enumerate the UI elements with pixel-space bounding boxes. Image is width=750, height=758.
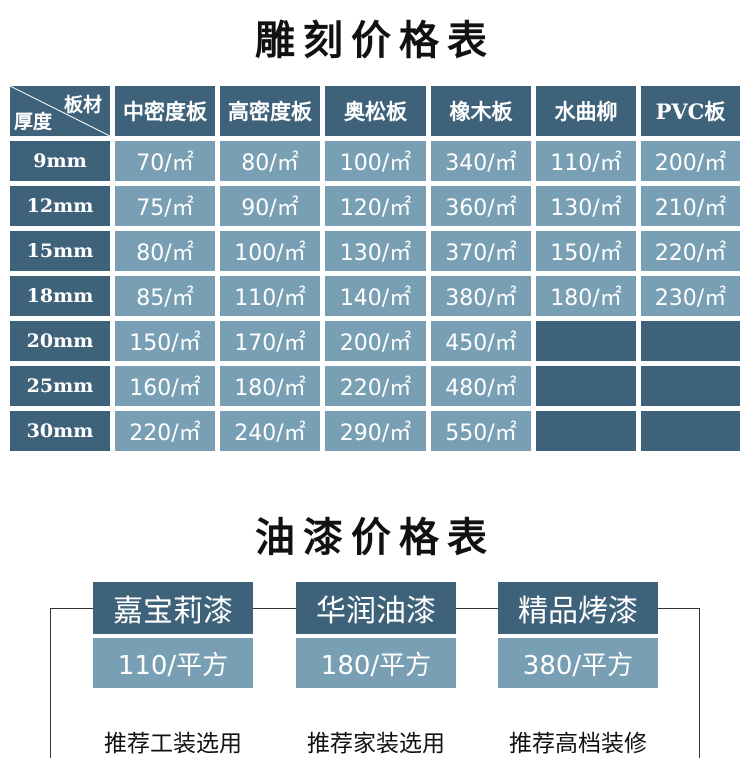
paint-price-title: 油漆价格表 — [255, 514, 495, 561]
row-header-thickness: 9mm — [10, 141, 110, 181]
price-cell: 550/㎡ — [431, 411, 531, 451]
row-header-thickness: 12mm — [10, 186, 110, 226]
paint-name: 嘉宝莉漆 — [93, 582, 253, 634]
row-header-thickness: 18mm — [10, 276, 110, 316]
price-cell: 290/㎡ — [325, 411, 426, 451]
price-cell: 380/㎡ — [431, 276, 531, 316]
table-corner-header: 板材 厚度 — [10, 86, 110, 136]
price-cell: 80/㎡ — [115, 231, 215, 271]
price-cell: 200/㎡ — [325, 321, 426, 361]
price-cell: 220/㎡ — [325, 366, 426, 406]
price-cell: 450/㎡ — [431, 321, 531, 361]
empty-cell — [641, 321, 740, 361]
price-cell: 150/㎡ — [115, 321, 215, 361]
price-cell: 220/㎡ — [641, 231, 740, 271]
price-cell: 120/㎡ — [325, 186, 426, 226]
empty-cell — [536, 411, 636, 451]
price-cell: 370/㎡ — [431, 231, 531, 271]
column-header: PVC板 — [641, 86, 740, 136]
row-header-thickness: 20mm — [10, 321, 110, 361]
paint-price: 110/平方 — [93, 638, 253, 688]
diagonal-divider — [10, 86, 110, 136]
corner-label-thickness: 厚度 — [14, 111, 53, 133]
price-cell: 210/㎡ — [641, 186, 740, 226]
empty-cell — [641, 366, 740, 406]
price-cell: 85/㎡ — [115, 276, 215, 316]
price-cell: 180/㎡ — [220, 366, 320, 406]
price-cell: 110/㎡ — [536, 141, 636, 181]
price-cell: 480/㎡ — [431, 366, 531, 406]
column-header: 奥松板 — [325, 86, 426, 136]
price-cell: 170/㎡ — [220, 321, 320, 361]
connector-line-right — [699, 608, 700, 758]
paint-name: 精品烤漆 — [498, 582, 658, 634]
price-cell: 340/㎡ — [431, 141, 531, 181]
column-header: 水曲柳 — [536, 86, 636, 136]
corner-label-material: 板材 — [63, 94, 102, 116]
price-cell: 90/㎡ — [220, 186, 320, 226]
price-cell: 70/㎡ — [115, 141, 215, 181]
carving-price-title: 雕刻价格表 — [255, 17, 495, 64]
price-cell: 130/㎡ — [325, 231, 426, 271]
paint-recommendation: 推荐家装选用 — [307, 731, 445, 757]
price-cell: 180/㎡ — [536, 276, 636, 316]
price-cell: 140/㎡ — [325, 276, 426, 316]
row-header-thickness: 25mm — [10, 366, 110, 406]
price-cell: 230/㎡ — [641, 276, 740, 316]
paint-price: 380/平方 — [498, 638, 658, 688]
empty-cell — [536, 366, 636, 406]
price-cell: 360/㎡ — [431, 186, 531, 226]
price-cell: 130/㎡ — [536, 186, 636, 226]
price-cell: 150/㎡ — [536, 231, 636, 271]
paint-name: 华润油漆 — [296, 582, 456, 634]
price-cell: 100/㎡ — [220, 231, 320, 271]
price-cell: 160/㎡ — [115, 366, 215, 406]
price-cell: 80/㎡ — [220, 141, 320, 181]
connector-line-left — [50, 608, 51, 758]
paint-recommendation: 推荐工装选用 — [104, 731, 242, 757]
column-header: 橡木板 — [431, 86, 531, 136]
price-cell: 110/㎡ — [220, 276, 320, 316]
row-header-thickness: 30mm — [10, 411, 110, 451]
empty-cell — [536, 321, 636, 361]
price-cell: 200/㎡ — [641, 141, 740, 181]
row-header-thickness: 15mm — [10, 231, 110, 271]
price-cell: 220/㎡ — [115, 411, 215, 451]
price-cell: 100/㎡ — [325, 141, 426, 181]
paint-price: 180/平方 — [296, 638, 456, 688]
paint-recommendation: 推荐高档装修 — [509, 731, 647, 757]
price-cell: 75/㎡ — [115, 186, 215, 226]
empty-cell — [641, 411, 740, 451]
price-cell: 240/㎡ — [220, 411, 320, 451]
column-header: 中密度板 — [115, 86, 215, 136]
column-header: 高密度板 — [220, 86, 320, 136]
